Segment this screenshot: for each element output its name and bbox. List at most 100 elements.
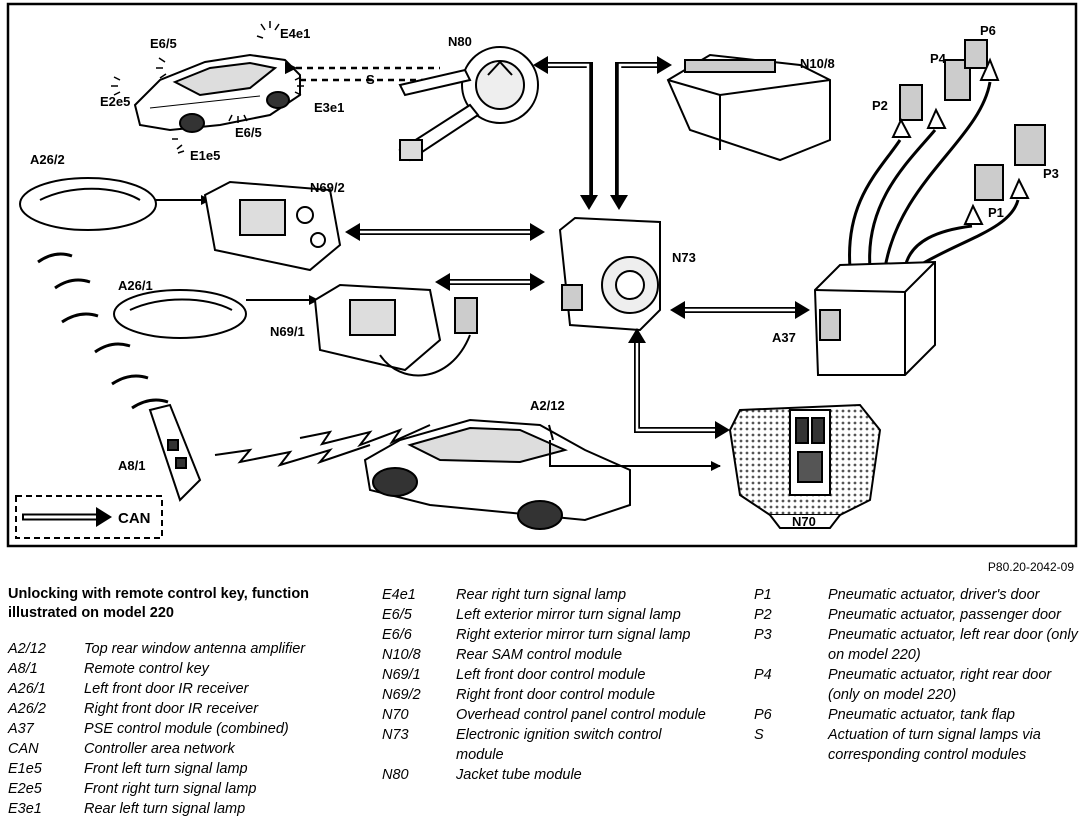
label-a37: A37	[772, 330, 796, 345]
legend-desc: Left front door control module	[456, 667, 646, 683]
arrow-n10-8-n73	[610, 56, 672, 210]
diagram-frame	[6, 2, 1078, 548]
legend-code: A37	[8, 721, 34, 737]
legend-row: E6/6 Right exterior mirror turn signal la…	[382, 625, 712, 645]
label-p6: P6	[980, 23, 996, 38]
legend-column-1: Unlocking with remote control key, funct…	[8, 585, 363, 819]
a26-2-ir-receiver	[19, 177, 157, 231]
legend-row: N73 Electronic ignition switch control mo…	[382, 725, 712, 765]
legend-desc: Right front door control module	[456, 687, 656, 703]
label-n69-2: N69/2	[310, 180, 345, 195]
label-n10-8: N10/8	[800, 56, 835, 71]
legend-desc: Pneumatic actuator, tank flap	[828, 707, 1015, 723]
legend-code: P1	[754, 587, 772, 603]
label-e3e1: E3e1	[314, 100, 344, 115]
can-legend-box	[15, 495, 163, 539]
legend-code: CAN	[8, 741, 39, 757]
label-n73: N73	[672, 250, 696, 265]
legend-code: E6/5	[382, 607, 412, 623]
legend-row: CAN Controller area network	[8, 739, 363, 759]
label-e6-5-bottom: E6/5	[235, 125, 262, 140]
label-a26-2: A26/2	[30, 152, 65, 167]
arrow-a2-12-n70	[549, 440, 721, 471]
legend-row: P3 Pneumatic actuator, left rear door (on…	[754, 625, 1084, 665]
arrow-n69-2-n73	[345, 223, 545, 241]
legend-desc: PSE control module (combined)	[84, 721, 289, 737]
legend-desc: Left exterior mirror turn signal lamp	[456, 607, 681, 623]
legend-code: A26/2	[8, 701, 46, 717]
legend-desc: Actuation of turn signal lamps via corre…	[828, 727, 1041, 763]
legend-code: A8/1	[8, 661, 38, 677]
label-e2e5: E2e5	[100, 94, 130, 109]
legend-desc: Pneumatic actuator, left rear door (only…	[828, 627, 1078, 663]
n69-2-door-module	[203, 180, 342, 272]
ir-waves	[37, 252, 169, 410]
legend-desc: Front right turn signal lamp	[84, 781, 257, 797]
legend-code: E4e1	[382, 587, 416, 603]
legend-desc: Rear SAM control module	[456, 647, 623, 663]
legend-row: A37 PSE control module (combined)	[8, 719, 363, 739]
legend-code: N70	[382, 707, 409, 723]
legend-code: N73	[382, 727, 409, 743]
legend-row: N70 Overhead control panel control module	[382, 705, 712, 725]
legend-title: Unlocking with remote control key, funct…	[8, 586, 310, 621]
legend-row: E4e1 Rear right turn signal lamp	[382, 585, 712, 605]
legend-desc: Electronic ignition switch control modul…	[456, 727, 662, 763]
a37-pse-control-module	[813, 260, 936, 376]
label-n80: N80	[448, 34, 472, 49]
radio-signal	[214, 424, 431, 467]
legend-code: E6/6	[382, 627, 412, 643]
legend-code: N69/1	[382, 667, 421, 683]
legend-desc: Top rear window antenna amplifier	[84, 641, 306, 657]
legend-code: N69/2	[382, 687, 421, 703]
n10-8-rear-sam-module	[666, 53, 831, 162]
legend-desc: Left front door IR receiver	[84, 681, 249, 697]
arrow-n73-n70	[628, 328, 730, 439]
pneumatic-actuators	[891, 39, 1046, 225]
pneumatic-lines	[848, 81, 1020, 270]
legend-code: P3	[754, 627, 772, 643]
arrow-n73-a37	[670, 301, 810, 319]
legend-code: P4	[754, 667, 772, 683]
legend-desc: Overhead control panel control module	[456, 707, 706, 723]
legend-code: P6	[754, 707, 772, 723]
legend-desc: Rear left turn signal lamp	[84, 801, 246, 817]
legend-desc: Front left turn signal lamp	[84, 761, 248, 777]
legend-desc: Right front door IR receiver	[84, 701, 259, 717]
n69-1-door-module	[313, 283, 478, 377]
legend-row: P6 Pneumatic actuator, tank flap	[754, 705, 1084, 725]
label-a26-1: A26/1	[118, 278, 153, 293]
legend-desc: Rear right turn signal lamp	[456, 587, 627, 603]
label-n69-1: N69/1	[270, 324, 305, 339]
label-e1e5: E1e5	[190, 148, 220, 163]
car-bottom-illustration	[363, 418, 631, 530]
legend-code: N80	[382, 767, 409, 783]
label-e4e1: E4e1	[280, 26, 310, 41]
legend-row: E2e5 Front right turn signal lamp	[8, 779, 363, 799]
label-p4: P4	[930, 51, 947, 66]
label-can: CAN	[118, 510, 151, 527]
legend-code: P2	[754, 607, 772, 623]
a26-1-ir-receiver	[113, 289, 247, 339]
n80-jacket-tube-module	[398, 46, 539, 162]
n70-overhead-panel	[728, 403, 882, 529]
legend-desc: Controller area network	[84, 741, 235, 757]
legend-code: E2e5	[8, 781, 42, 797]
legend-row: N69/1 Left front door control module	[382, 665, 712, 685]
arrow-n69-1-n73	[435, 273, 545, 291]
label-p2: P2	[872, 98, 888, 113]
label-p1: P1	[988, 205, 1004, 220]
legend-desc: Right exterior mirror turn signal lamp	[456, 627, 691, 643]
